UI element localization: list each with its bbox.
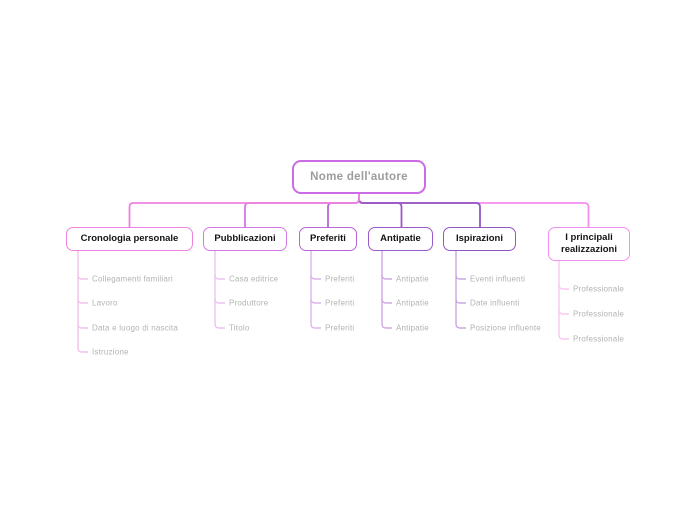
connector-realizzazioni-child bbox=[558, 284, 569, 290]
branch-node-antipatie[interactable]: Antipatie bbox=[368, 227, 433, 251]
child-topic-casa-editrice[interactable]: Casa editrice bbox=[229, 274, 279, 284]
connector-pubblicazioni-child bbox=[214, 298, 225, 304]
connector-root-to-pubblicazioni bbox=[244, 194, 360, 227]
connector-preferiti-child bbox=[310, 274, 321, 280]
child-topic-professionale[interactable]: Professionale bbox=[573, 309, 625, 319]
child-topic-antipatie[interactable]: Antipatie bbox=[396, 323, 429, 333]
connector-pubblicazioni-trunk bbox=[214, 251, 225, 329]
root-node[interactable]: Nome dell'autore bbox=[292, 160, 426, 194]
connector-antipatie-trunk bbox=[381, 251, 392, 329]
branch-node-label: Preferiti bbox=[310, 233, 346, 245]
connector-antipatie-child bbox=[381, 274, 392, 280]
connector-realizzazioni-trunk bbox=[558, 261, 569, 340]
connector-ispirazioni-child bbox=[455, 274, 466, 280]
connector-cronologia-child bbox=[77, 323, 88, 329]
branch-node-principali-realizzazioni[interactable]: I principali realizzazioni bbox=[548, 227, 630, 261]
connector-preferiti-trunk bbox=[310, 251, 321, 329]
connector-root-to-antipatie bbox=[358, 194, 403, 227]
branch-node-ispirazioni[interactable]: Ispirazioni bbox=[443, 227, 516, 251]
child-topic-titolo[interactable]: Titolo bbox=[229, 323, 250, 333]
branch-node-label: Pubblicazioni bbox=[214, 233, 276, 245]
child-topic-preferiti[interactable]: Preferiti bbox=[325, 298, 355, 308]
connector-preferiti-child bbox=[310, 298, 321, 304]
connector-antipatie-child bbox=[381, 298, 392, 304]
connector-cronologia-child bbox=[77, 298, 88, 304]
branch-node-preferiti[interactable]: Preferiti bbox=[299, 227, 357, 251]
child-topic-preferiti[interactable]: Preferiti bbox=[325, 323, 355, 333]
branch-node-cronologia-personale[interactable]: Cronologia personale bbox=[66, 227, 193, 251]
child-topic-professionale[interactable]: Professionale bbox=[573, 284, 625, 294]
child-topic-eventi-influenti[interactable]: Eventi influenti bbox=[470, 274, 526, 284]
branch-node-label: Ispirazioni bbox=[456, 233, 503, 245]
child-topic-collegamenti-familiari[interactable]: Collegamenti familiari bbox=[92, 274, 173, 284]
connector-root-to-cronologia bbox=[128, 194, 360, 227]
branch-node-label: Antipatie bbox=[380, 233, 421, 245]
child-topic-professionale[interactable]: Professionale bbox=[573, 334, 625, 344]
connector-realizzazioni-child bbox=[558, 309, 569, 315]
connector-ispirazioni-child bbox=[455, 298, 466, 304]
branch-node-pubblicazioni[interactable]: Pubblicazioni bbox=[203, 227, 287, 251]
root-node-label: Nome dell'autore bbox=[310, 171, 408, 183]
child-topic-data-e-luogo-di-nascita[interactable]: Data e luogo di nascita bbox=[92, 323, 178, 333]
child-topic-istruzione[interactable]: Istruzione bbox=[92, 347, 129, 357]
branch-node-label: Cronologia personale bbox=[80, 233, 179, 245]
child-topic-antipatie[interactable]: Antipatie bbox=[396, 274, 429, 284]
connector-root-to-ispirazioni bbox=[358, 194, 481, 227]
connector-pubblicazioni-child bbox=[214, 274, 225, 280]
connector-root-to-preferiti bbox=[327, 194, 360, 227]
connector-cronologia-trunk bbox=[77, 251, 88, 353]
child-topic-posizione-influente[interactable]: Posizione influente bbox=[470, 323, 541, 333]
child-topic-antipatie[interactable]: Antipatie bbox=[396, 298, 429, 308]
child-topic-preferiti[interactable]: Preferiti bbox=[325, 274, 355, 284]
child-topic-lavoro[interactable]: Lavoro bbox=[92, 298, 118, 308]
branch-node-label: I principali realizzazioni bbox=[561, 232, 617, 255]
connector-ispirazioni-trunk bbox=[455, 251, 466, 329]
connector-cronologia-child bbox=[77, 274, 88, 280]
connector-root-to-realizzazioni bbox=[358, 194, 590, 227]
child-topic-produttore[interactable]: Produttore bbox=[229, 298, 269, 308]
child-topic-date-influenti[interactable]: Date influenti bbox=[470, 298, 520, 308]
